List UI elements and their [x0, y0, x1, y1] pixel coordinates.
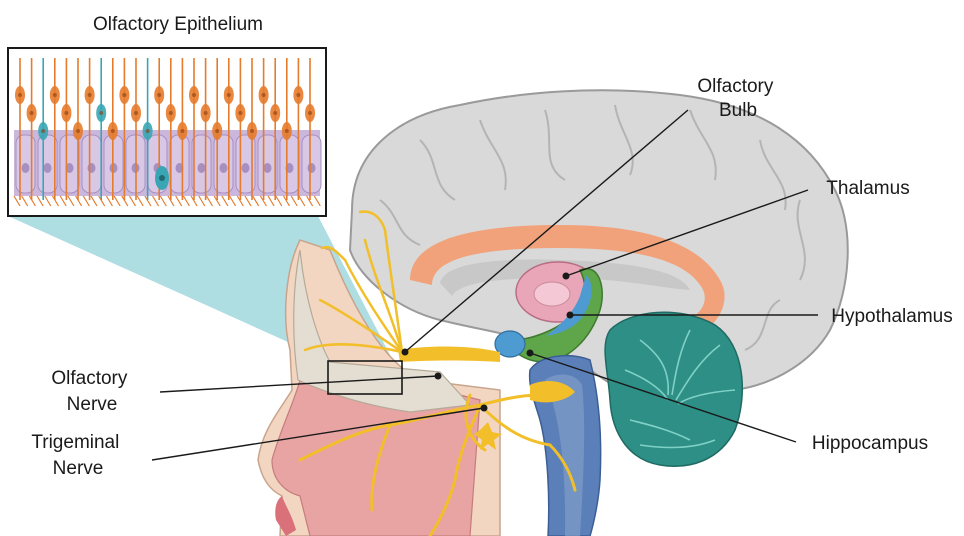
receptor-nucleus: [227, 93, 231, 97]
label-olfactory-nerve: Olfactory Nerve: [51, 368, 132, 415]
epithelium-inset: [8, 48, 326, 216]
support-cell-nucleus: [220, 163, 228, 173]
support-cell-nucleus: [88, 163, 96, 173]
label-thalamus: Thalamus: [826, 178, 909, 199]
receptor-nucleus: [122, 93, 126, 97]
dot-thalamus: [563, 273, 570, 280]
receptor-nucleus: [262, 93, 266, 97]
support-cell-nucleus: [44, 163, 52, 173]
support-cell-nucleus: [242, 163, 250, 173]
label-olfactory-epithelium: Olfactory Epithelium: [93, 14, 263, 35]
label-trigeminal-nerve-line2: Nerve: [53, 458, 104, 479]
receptor-nucleus: [169, 111, 173, 115]
receptor-nucleus: [146, 129, 150, 133]
receptor-nucleus: [99, 111, 103, 115]
receptor-nucleus: [18, 93, 22, 97]
receptor-nucleus: [64, 111, 68, 115]
receptor-nucleus: [53, 93, 57, 97]
label-trigeminal-nerve-line1: Trigeminal: [31, 432, 119, 453]
olfactory-tract: [398, 346, 500, 362]
support-cell-nucleus: [198, 163, 206, 173]
label-olfactory-bulb-line1: Olfactory: [697, 76, 774, 97]
receptor-nucleus: [88, 93, 92, 97]
receptor-nucleus: [192, 93, 196, 97]
receptor-nucleus: [157, 93, 161, 97]
receptor-nucleus: [296, 93, 300, 97]
dot-olfactory-nerve: [435, 373, 442, 380]
support-cell-nucleus: [22, 163, 30, 173]
dot-hippocampus: [527, 350, 534, 357]
receptor-nucleus: [204, 111, 208, 115]
label-olfactory-nerve-line2: Nerve: [67, 394, 118, 415]
dot-trigeminal-nerve: [481, 405, 488, 412]
receptor-nucleus: [273, 111, 277, 115]
receptor-nucleus: [180, 129, 184, 133]
dot-olfactory-bulb: [402, 349, 409, 356]
label-hypothalamus: Hypothalamus: [831, 306, 952, 327]
teal-receptor-nucleus: [159, 175, 165, 181]
label-olfactory-nerve-line1: Olfactory: [51, 368, 128, 389]
receptor-nucleus: [76, 129, 80, 133]
receptor-nucleus: [250, 129, 254, 133]
label-trigeminal-nerve: Trigeminal Nerve: [31, 432, 124, 479]
receptor-nucleus: [111, 129, 115, 133]
receptor-nucleus: [41, 129, 45, 133]
label-hippocampus: Hippocampus: [812, 433, 928, 454]
receptor-nucleus: [215, 129, 219, 133]
receptor-nucleus: [238, 111, 242, 115]
label-olfactory-bulb-line2: Bulb: [719, 100, 757, 121]
receptor-nucleus: [285, 129, 289, 133]
thalamus-inner: [534, 282, 570, 306]
support-cell-nucleus: [308, 163, 316, 173]
dot-hypothalamus: [567, 312, 574, 319]
support-cell-nucleus: [264, 163, 272, 173]
receptor-nucleus: [30, 111, 34, 115]
receptor-nucleus: [308, 111, 312, 115]
receptor-nucleus: [134, 111, 138, 115]
